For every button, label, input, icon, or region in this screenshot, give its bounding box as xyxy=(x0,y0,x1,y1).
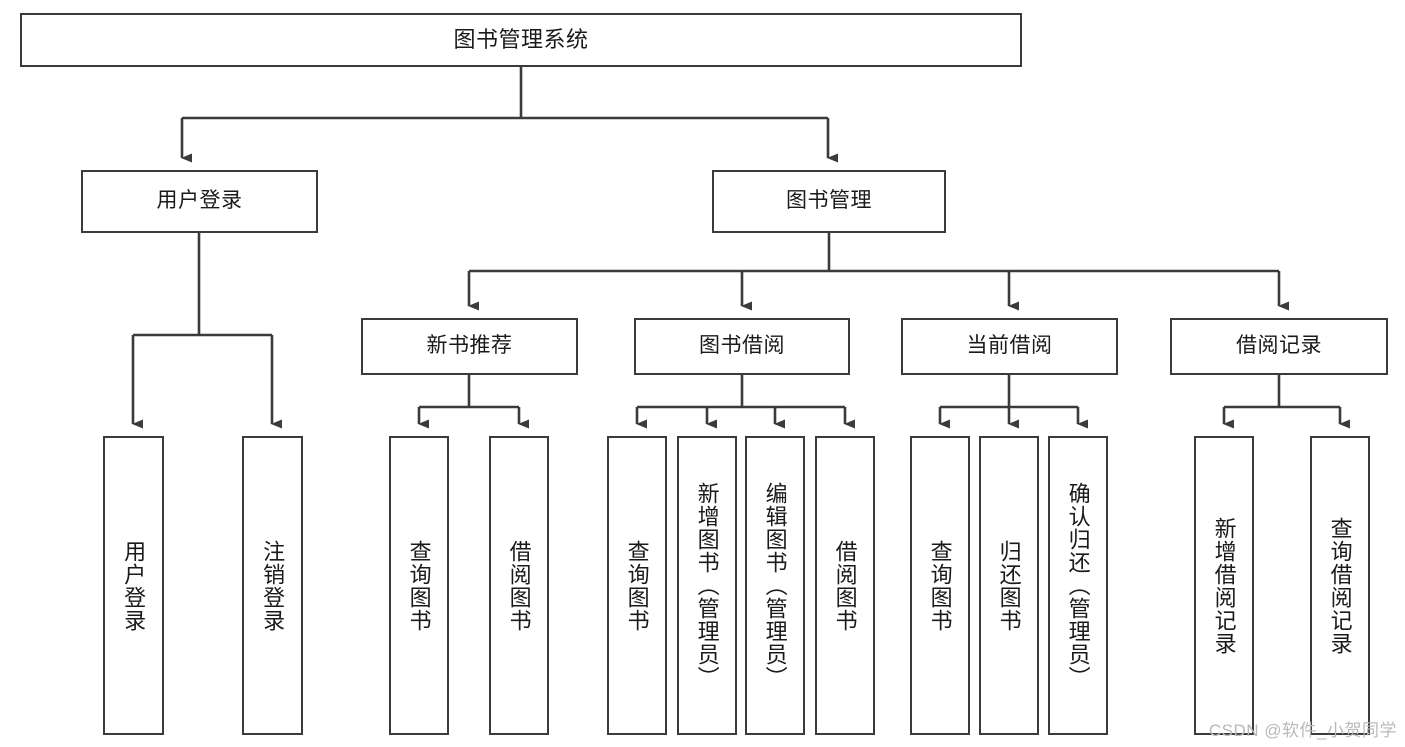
node-current-borrow[interactable]: 当前借阅 xyxy=(901,318,1118,375)
node-leaf-logout-login-label: 注销登录 xyxy=(260,539,286,632)
node-user-login-label: 用户登录 xyxy=(156,189,243,213)
node-leaf-query-book-new-label: 查询图书 xyxy=(406,539,432,632)
node-leaf-query-book-borrow-label: 查询图书 xyxy=(624,539,650,632)
node-book-borrow-label: 图书借阅 xyxy=(699,334,785,358)
node-book-borrow[interactable]: 图书借阅 xyxy=(634,318,850,375)
node-leaf-edit-book[interactable]: 编辑图书（管理员） xyxy=(745,436,805,735)
node-leaf-query-book-borrow[interactable]: 查询图书 xyxy=(607,436,667,735)
node-leaf-return-book[interactable]: 归还图书 xyxy=(979,436,1039,735)
node-leaf-add-borrow-record[interactable]: 新增借阅记录 xyxy=(1194,436,1254,735)
node-leaf-query-book-current[interactable]: 查询图书 xyxy=(910,436,970,735)
node-leaf-logout-login[interactable]: 注销登录 xyxy=(242,436,303,735)
csdn-watermark: CSDN @软件_小贺同学 xyxy=(1208,721,1397,740)
node-leaf-borrow-book-borrow[interactable]: 借阅图书 xyxy=(815,436,875,735)
node-leaf-borrow-book-new-label: 借阅图书 xyxy=(506,539,532,632)
node-leaf-add-borrow-record-label: 新增借阅记录 xyxy=(1211,516,1237,655)
node-current-borrow-label: 当前借阅 xyxy=(966,334,1053,358)
node-book-manage[interactable]: 图书管理 xyxy=(712,170,946,233)
node-new-book-recommend[interactable]: 新书推荐 xyxy=(361,318,578,375)
node-leaf-query-borrow-record-label: 查询借阅记录 xyxy=(1327,516,1353,655)
node-new-book-recommend-label: 新书推荐 xyxy=(426,334,513,358)
node-leaf-confirm-return[interactable]: 确认归还（管理员） xyxy=(1048,436,1108,735)
node-root-system-label: 图书管理系统 xyxy=(453,27,589,53)
node-root-system[interactable]: 图书管理系统 xyxy=(20,13,1022,67)
node-leaf-query-borrow-record[interactable]: 查询借阅记录 xyxy=(1310,436,1370,735)
node-leaf-user-login-label: 用户登录 xyxy=(121,539,147,632)
node-leaf-edit-book-label: 编辑图书（管理员） xyxy=(762,482,788,689)
node-leaf-confirm-return-label: 确认归还（管理员） xyxy=(1065,482,1091,689)
node-user-login[interactable]: 用户登录 xyxy=(81,170,318,233)
node-leaf-return-book-label: 归还图书 xyxy=(996,539,1022,632)
node-leaf-query-book-current-label: 查询图书 xyxy=(927,539,953,632)
node-borrow-record[interactable]: 借阅记录 xyxy=(1170,318,1388,375)
node-leaf-user-login[interactable]: 用户登录 xyxy=(103,436,164,735)
node-leaf-add-book[interactable]: 新增图书（管理员） xyxy=(677,436,737,735)
node-leaf-query-book-new[interactable]: 查询图书 xyxy=(389,436,449,735)
node-leaf-borrow-book-new[interactable]: 借阅图书 xyxy=(489,436,549,735)
node-leaf-borrow-book-borrow-label: 借阅图书 xyxy=(832,539,858,632)
node-leaf-add-book-label: 新增图书（管理员） xyxy=(694,482,720,689)
node-borrow-record-label: 借阅记录 xyxy=(1236,334,1322,358)
node-book-manage-label: 图书管理 xyxy=(786,189,872,213)
